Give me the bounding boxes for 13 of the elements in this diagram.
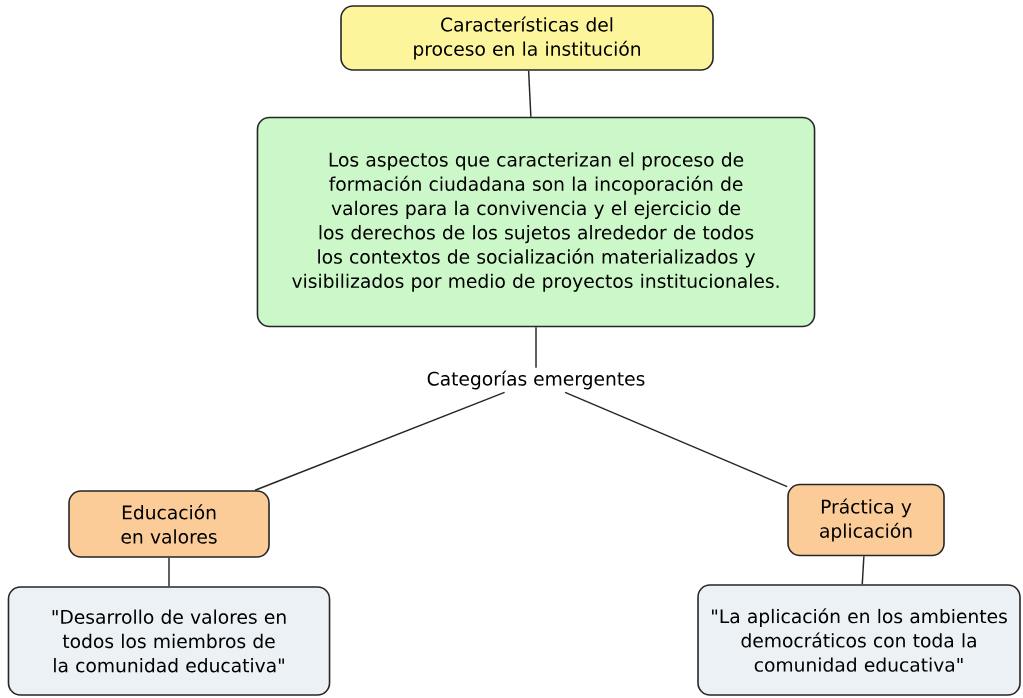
category-label: Categorías emergentes: [427, 370, 645, 390]
quote-box: "Desarrollo de valores en todos los miembros de la comunidad educativa": [7, 586, 331, 696]
connector-line: [535, 326, 537, 369]
title-box: Características del proceso en la institución: [340, 5, 714, 71]
quote-box: "La aplicación en los ambientes democráticos con toda la comunidad educativa": [697, 584, 1021, 696]
connector-line: [254, 391, 506, 491]
summary-box: Los aspectos que caracterizan el proceso de formación ciudadana son la incoporación de valores para la convivencia y el ejercicio de los derechos de los sujetos alrededor de todos los contextos de socialización materializados y visibilizados por medio de proyectos institucionales.: [256, 116, 816, 328]
connector-line: [527, 70, 532, 118]
connector-line: [168, 557, 170, 587]
connector-line: [861, 555, 865, 585]
category-box: Educación en valores: [68, 490, 270, 558]
connector-line: [564, 391, 788, 488]
category-box: Práctica y aplicación: [787, 483, 945, 557]
